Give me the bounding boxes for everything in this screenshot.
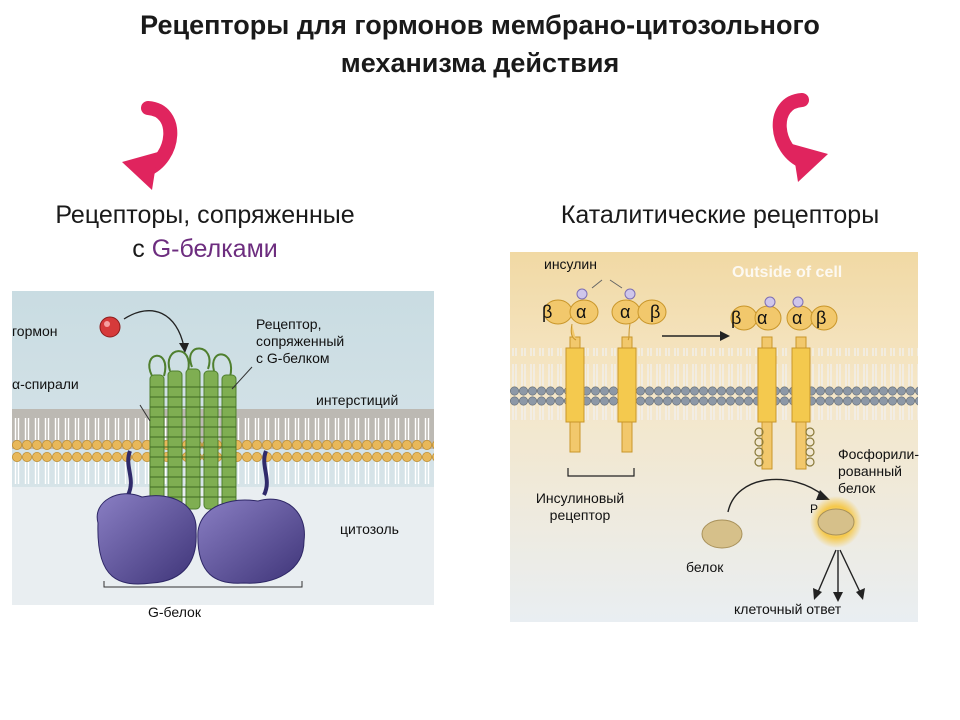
label-outside-of-cell: Outside of cell	[732, 264, 843, 281]
title-line-2: механизма действия	[340, 48, 620, 78]
g-protein-receptor-diagram: гормон α-спирали Рецептор, сопряженный с…	[12, 291, 434, 620]
label-beta-left-2: β	[650, 302, 661, 322]
left-heading-accent: G-белками	[151, 235, 278, 263]
label-beta-right-1: β	[731, 308, 742, 328]
right-heading: Каталитические рецепторы	[560, 201, 880, 229]
page-title: Рецепторы для гормонов мембрано-цитозоль…	[0, 6, 960, 82]
label-phos-line-2: рованный	[838, 463, 902, 479]
label-cytosol: цитозоль	[340, 521, 399, 537]
alpha-helices-text: -спирали	[20, 376, 79, 392]
label-alpha-right-1: α	[757, 308, 768, 328]
left-heading-line-1: Рецепторы, сопряженные	[55, 201, 355, 229]
label-receptor: Рецептор, сопряженный с G-белком	[256, 316, 344, 367]
label-phos-line-1: Фосфорили-	[838, 446, 919, 462]
label-beta-right-2: β	[816, 308, 827, 328]
label-insulin-receptor-line-1: Инсулиновый	[535, 490, 625, 506]
g-protein-receptor-illustration	[12, 291, 434, 605]
left-heading: Рецепторы, сопряженные с G-белками	[0, 198, 410, 266]
label-receptor-line-2: сопряженный	[256, 333, 345, 349]
label-protein: белок	[686, 559, 724, 575]
label-phos-line-3: белок	[838, 480, 876, 496]
label-p: P	[810, 502, 819, 516]
label-beta-left-1: β	[542, 302, 553, 322]
label-insulin-receptor-line-2: рецептор	[549, 507, 611, 523]
label-insulin-receptor: Инсулиновый рецептор	[520, 490, 640, 524]
alpha-symbol: α	[12, 376, 21, 392]
label-interstitium: интерстиций	[316, 392, 399, 408]
left-heading-line-2: с G-белками	[0, 232, 410, 266]
label-alpha-helices: α-спирали	[12, 376, 79, 393]
insulin-receptor-illustration	[510, 252, 918, 622]
title-line-1: Рецепторы для гормонов мембрано-цитозоль…	[140, 10, 820, 40]
insulin-receptor-diagram: инсулин Outside of cell β α α β β α α β …	[510, 252, 919, 622]
label-hormone: гормон	[12, 323, 58, 339]
label-cell-response: клеточный ответ	[734, 601, 842, 617]
label-alpha-left-1: α	[576, 302, 587, 322]
label-g-protein: G-белок	[148, 604, 201, 620]
label-receptor-line-1: Рецептор,	[256, 316, 322, 332]
label-phosphorylated-protein: Фосфорили- рованный белок	[838, 446, 919, 497]
right-curved-arrow-icon	[772, 93, 828, 182]
label-alpha-left-2: α	[620, 302, 631, 322]
left-heading-prefix: с	[132, 235, 152, 263]
label-receptor-line-3: с G-белком	[256, 350, 330, 366]
label-alpha-right-2: α	[792, 308, 803, 328]
left-curved-arrow-icon	[122, 101, 178, 190]
label-insulin: инсулин	[544, 256, 597, 272]
